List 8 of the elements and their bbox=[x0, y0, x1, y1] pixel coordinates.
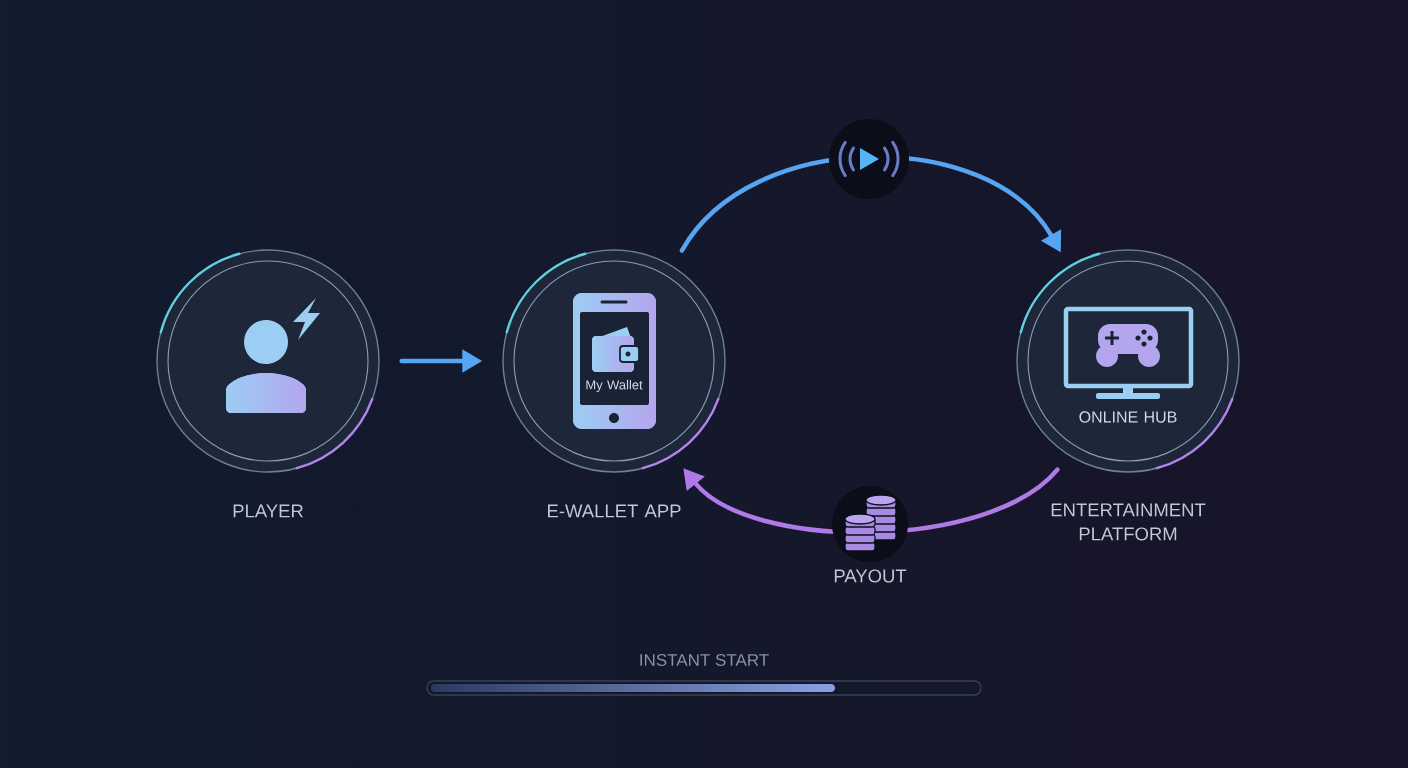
node-label: E-WALLET APP bbox=[548, 504, 681, 518]
node-label: PLAYER bbox=[233, 504, 303, 518]
edge-label: PAYOUT bbox=[834, 569, 907, 583]
icon-caption: ONLINE HUB bbox=[1079, 411, 1177, 423]
icon-caption: My Wallet bbox=[586, 379, 643, 393]
arrow bbox=[679, 154, 1062, 253]
node-label: ENTERTAINMENT PLATFORM bbox=[1051, 503, 1206, 541]
caption-text: INSTANT START bbox=[640, 653, 769, 666]
